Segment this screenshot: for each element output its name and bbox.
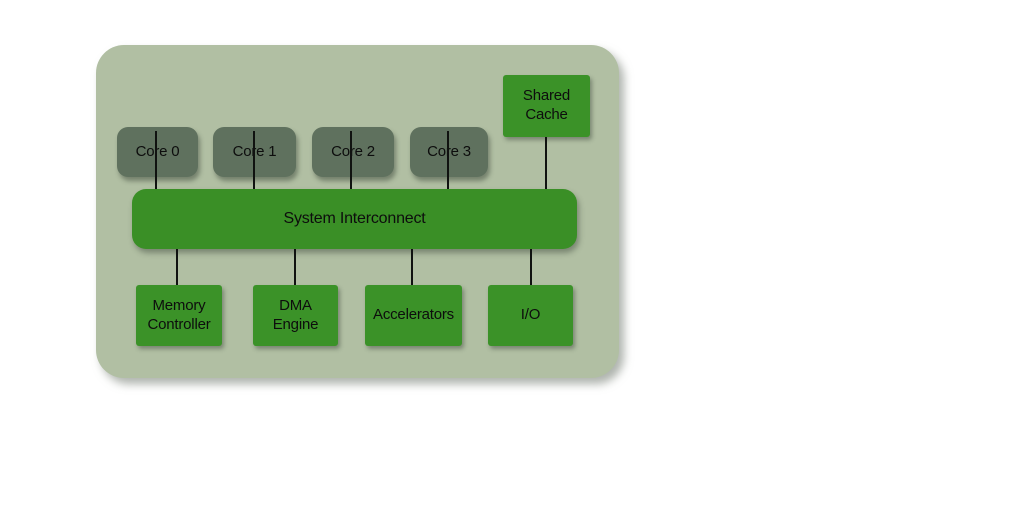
block-core-0: Core 0 [117, 127, 198, 177]
connector-line-core-3 [447, 131, 449, 189]
block-label: I/O [520, 306, 541, 324]
block-memory-controller: Memory Controller [136, 285, 222, 346]
connector-line-io [530, 249, 532, 285]
connector-line-accelerators [411, 249, 413, 285]
block-shared-cache: Shared Cache [503, 75, 590, 137]
block-accelerators: Accelerators [365, 285, 462, 346]
block-dma-engine: DMA Engine [253, 285, 338, 346]
block-io: I/O [488, 285, 573, 346]
block-core-3: Core 3 [410, 127, 488, 177]
soc-chip-container: Core 0 Core 1 Core 2 Core 3 Shared Cache… [96, 45, 619, 378]
connector-line-core-2 [350, 131, 352, 189]
block-label: DMA Engine [272, 296, 319, 333]
connector-line-core-0 [155, 131, 157, 189]
block-label: Accelerators [373, 306, 454, 324]
block-label: Core 2 [331, 142, 375, 160]
connector-line-core-1 [253, 131, 255, 189]
block-core-2: Core 2 [312, 127, 394, 177]
connector-line-memory-controller [176, 249, 178, 285]
connector-line-shared-cache [545, 137, 547, 189]
block-label: Core 0 [135, 142, 180, 160]
block-label: Memory Controller [147, 296, 211, 333]
block-label: System Interconnect [283, 210, 426, 227]
block-system-interconnect: System Interconnect [132, 189, 577, 249]
connector-line-dma-engine [294, 249, 296, 285]
block-label: Core 3 [427, 142, 471, 160]
block-label: Shared Cache [522, 87, 571, 123]
